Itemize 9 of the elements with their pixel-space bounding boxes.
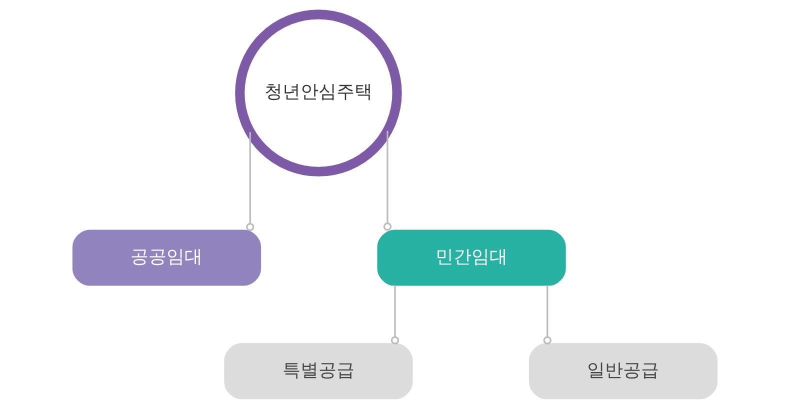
connector bbox=[246, 132, 254, 231]
connector bbox=[542, 284, 551, 344]
node-circle: 청년안심주택 bbox=[234, 9, 402, 176]
node-box: 일반공급 bbox=[528, 342, 718, 399]
node-box: 민간임대 bbox=[376, 229, 566, 286]
node-box: 공공임대 bbox=[72, 229, 261, 286]
connector bbox=[390, 284, 399, 344]
node-box: 특별공급 bbox=[224, 342, 412, 399]
connector bbox=[382, 130, 392, 230]
